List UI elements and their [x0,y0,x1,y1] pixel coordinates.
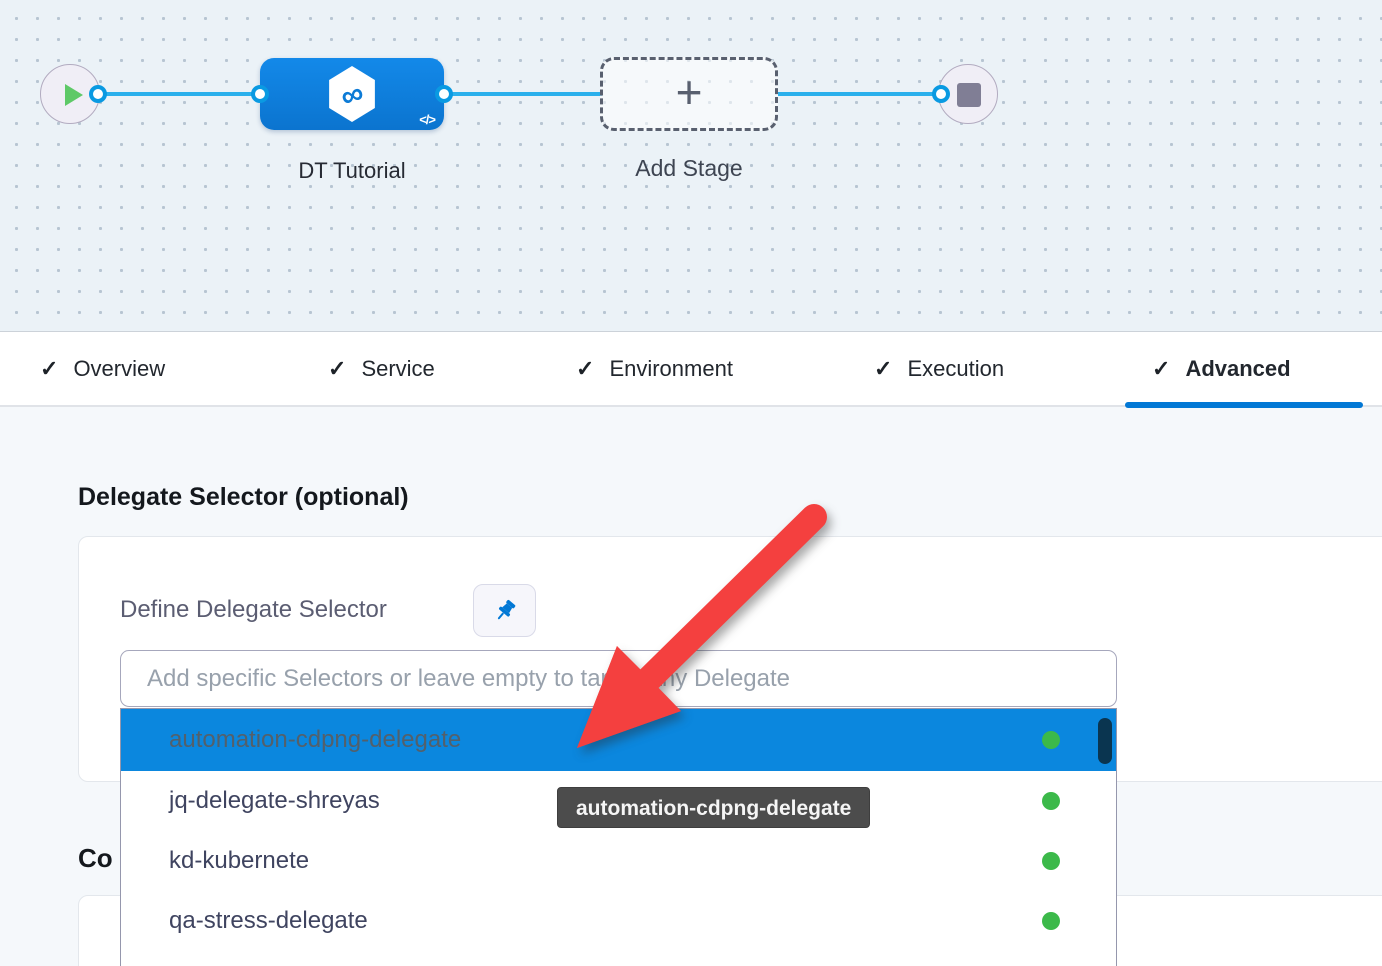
edge-start-to-stage [98,92,262,96]
check-icon: ✓ [328,355,347,381]
stage-tabbar: ✓ Overview ✓ Service ✓ Environment ✓ Exe… [0,332,1382,407]
active-tab-underline [1125,402,1363,408]
play-icon [65,84,83,106]
option-label: kd-kubernete [169,847,310,874]
tab-execution[interactable]: ✓ Execution [874,332,1004,405]
stage-node-dt-tutorial[interactable]: ∞ </> [260,58,444,130]
pin-runtime-input-button[interactable] [473,584,536,637]
port-stage-out[interactable] [435,85,453,103]
pushpin-icon [497,599,515,619]
check-icon: ✓ [576,355,595,381]
infinity-glyph: ∞ [336,73,368,115]
stage-label: DT Tutorial [298,158,406,183]
pipeline-canvas[interactable]: ∞ </> DT Tutorial + Add Stage [0,0,1382,332]
dropdown-option-automation-cdpng-delegate[interactable]: automation-cdpng-delegate [121,709,1116,771]
delegate-connected-dot [1042,912,1060,930]
tab-label: Environment [609,355,733,381]
add-stage-button[interactable]: + [600,57,778,131]
tab-environment[interactable]: ✓ Environment [576,332,733,405]
port-start-out[interactable] [89,85,107,103]
tab-label: Advanced [1185,355,1291,381]
delegate-selector-heading: Delegate Selector (optional) [78,483,409,511]
tab-label: Overview [73,355,166,381]
check-icon: ✓ [1152,355,1171,381]
code-icon: </> [419,112,436,127]
delegate-options-dropdown: automation-cdpng-delegate jq-delegate-sh… [120,708,1117,966]
conditional-section-heading-partial: Co [78,843,113,873]
option-label: qa-stress-delegate [169,907,368,934]
dropdown-option-jq-delegate-shreyas[interactable]: jq-delegate-shreyas [121,771,1116,831]
check-icon: ✓ [40,355,59,381]
add-stage-label: Add Stage [635,155,743,181]
dropdown-scrollbar-thumb[interactable] [1098,718,1112,764]
dropdown-option-qa-stress-delegate[interactable]: qa-stress-delegate [121,891,1116,951]
port-stage-in[interactable] [251,85,269,103]
option-label: automation-cdpng-delegate [169,726,462,753]
delegate-selector-input[interactable] [120,650,1117,707]
stop-icon [957,83,981,107]
delegate-connected-dot [1042,852,1060,870]
delegate-connected-dot [1042,731,1060,749]
tab-label: Execution [907,355,1005,381]
option-label: jq-delegate-shreyas [169,787,380,814]
edge-stage-to-addstage [444,92,602,96]
dropdown-option-kd-kubernete[interactable]: kd-kubernete [121,831,1116,891]
define-delegate-selector-label: Define Delegate Selector [120,596,387,623]
check-icon: ✓ [874,355,893,381]
plus-icon: + [675,66,703,118]
edge-addstage-to-end [778,92,940,96]
harness-deploy-icon: ∞ [329,66,375,122]
tab-service[interactable]: ✓ Service [328,332,435,405]
port-end-in[interactable] [932,85,950,103]
tab-advanced[interactable]: ✓ Advanced [1152,332,1291,405]
tab-label: Service [361,355,435,381]
tab-overview[interactable]: ✓ Overview [40,332,165,405]
delegate-connected-dot [1042,792,1060,810]
delegate-name-tooltip: automation-cdpng-delegate [557,787,871,828]
